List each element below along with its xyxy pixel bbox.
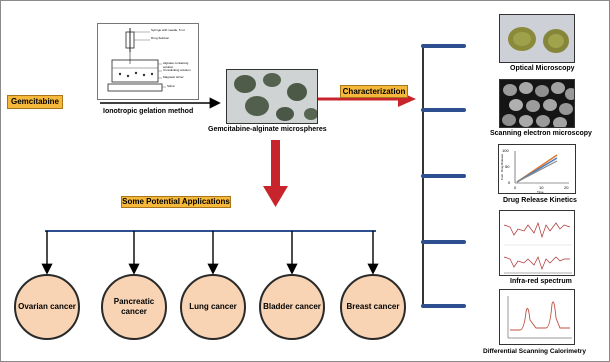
sem-drawing: [500, 80, 574, 127]
ir-spectrum-chart: [499, 210, 575, 276]
characterization-tag: Characterization: [340, 85, 408, 98]
method-dsc-label: Differential Scanning Calorimetry: [483, 348, 586, 355]
release-ytick-50: 50: [505, 164, 510, 169]
apparatus-label-drug-solution: Drug Solution: [151, 36, 170, 40]
optical-microscopy-image: [499, 14, 575, 63]
release-series-3: [516, 160, 558, 183]
dsc-chart: [499, 289, 575, 345]
arrow-to-applications: [271, 140, 280, 188]
ir-trace-1: [503, 221, 571, 239]
cancer-ovarian-label: Ovarian cancer: [18, 302, 76, 311]
release-xlabel: Time: [537, 190, 544, 194]
release-xtick-0: 0: [514, 185, 517, 190]
release-xtick-20: 20: [564, 185, 569, 190]
applications-tag: Some Potential Applications: [121, 196, 231, 208]
cancer-bladder-label: Bladder cancer: [263, 302, 321, 311]
ir-trace-2: [503, 256, 570, 271]
method-optical-label: Optical Microscopy: [510, 65, 575, 72]
ir-spectrum-drawing: [503, 221, 572, 274]
release-kinetics-chart: 100 50 0 0 10 20 Time Cum. Drug Release: [498, 144, 576, 194]
release-xtick-10: 10: [539, 185, 544, 190]
apparatus-drawing: [107, 28, 166, 92]
release-ylabel: Cum. Drug Release: [500, 153, 505, 181]
cancer-lung: Lung cancer: [180, 274, 246, 340]
cancer-lung-label: Lung cancer: [189, 302, 237, 311]
cancer-bladder: Bladder cancer: [259, 274, 325, 340]
gemcitabine-tag: Gemcitabine: [7, 95, 63, 109]
optical-microscopy-drawing: [500, 15, 574, 62]
arrowhead-to-applications: [263, 186, 288, 207]
method-sem-label: Scanning electron microscopy: [490, 130, 592, 137]
apparatus-label-magnetic-stirrer: Magnetic stirrer: [163, 75, 184, 79]
ionotropic-method-label: Ionotropic gelation method: [103, 108, 194, 115]
dsc-trace: [510, 301, 570, 331]
apparatus-label-syringe: Syringe with needle, 5 ml: [151, 28, 185, 32]
apparatus-label-alginate: Alginate containing solution: [163, 61, 189, 69]
release-ytick-100: 100: [502, 148, 509, 153]
cancer-breast: Breast cancer: [340, 274, 406, 340]
cancer-breast-label: Breast cancer: [346, 302, 400, 311]
sem-image: [499, 79, 575, 128]
ionotropic-apparatus-figure: Syringe with needle, 5 ml Drug Solution …: [97, 23, 199, 100]
method-ir-label: Infra-red spectrum: [510, 278, 572, 285]
microspheres-photo: [226, 69, 318, 124]
method-release-label: Drug Release Kinetics: [503, 197, 577, 204]
dsc-drawing: [507, 296, 572, 339]
release-kinetics-drawing: [514, 151, 569, 184]
apparatus-label-crosslinking: Crosslinking solution: [163, 68, 191, 72]
microspheres-image: [227, 70, 317, 123]
cancer-ovarian: Ovarian cancer: [14, 274, 80, 340]
release-ytick-0: 0: [508, 180, 511, 185]
microspheres-label: Gemcitabine-alginate microspheres: [208, 126, 327, 133]
apparatus-label-stirrer: Stirrer: [167, 84, 176, 88]
cancer-pancreatic-label: Pancreatic cancer: [113, 297, 155, 316]
cancer-pancreatic: Pancreatic cancer: [101, 274, 167, 340]
